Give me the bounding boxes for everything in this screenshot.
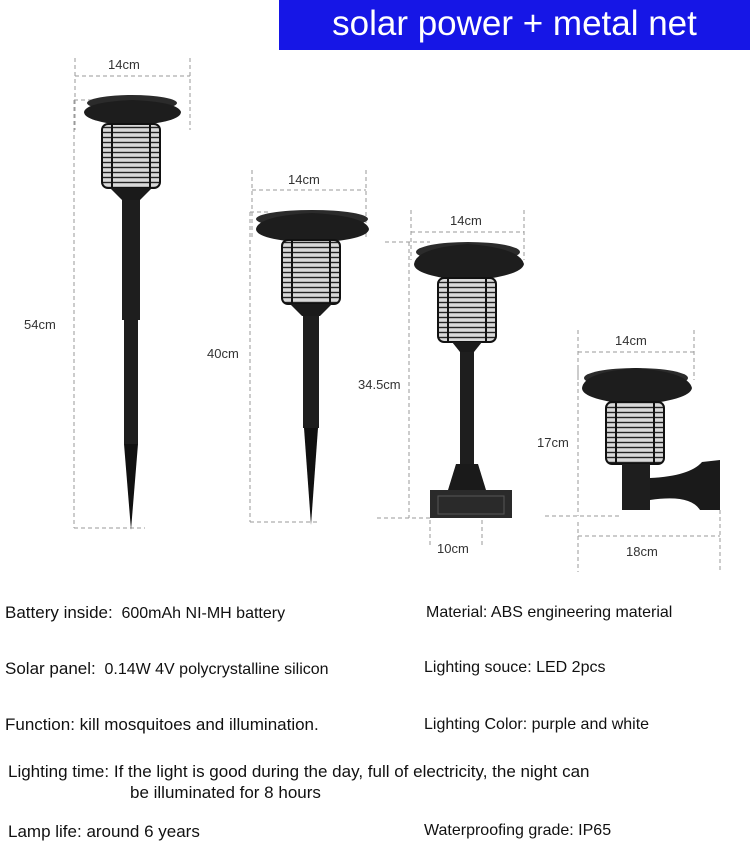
lamp-wall-height-label: 17cm bbox=[537, 435, 569, 450]
lamp-wall-image bbox=[545, 330, 721, 572]
spec-waterproof-label: Waterproofing grade: bbox=[424, 822, 574, 839]
spec-lighting-time-value: If the light is good during the day, ful… bbox=[113, 762, 590, 781]
lamp-54cm-width-label: 14cm bbox=[108, 57, 140, 72]
lamp-40cm-width-label: 14cm bbox=[288, 172, 320, 187]
spec-lamp-life-value: around 6 years bbox=[86, 822, 200, 841]
lamp-54cm-image bbox=[73, 58, 191, 530]
lamp-34cm-width-label: 14cm bbox=[450, 213, 482, 228]
spec-material-label: Material: bbox=[426, 604, 488, 621]
spec-battery: Battery inside: 600mAh NI-MH battery bbox=[5, 603, 285, 623]
product-dimension-drawing: 14cm 54cm 14cm 40cm bbox=[24, 57, 721, 572]
spec-lighting-time-label: Lighting time: bbox=[8, 762, 110, 781]
lamp-34cm-height-label: 34.5cm bbox=[358, 377, 401, 392]
lamp-34cm-image bbox=[377, 210, 525, 548]
spec-lighting-time-value2: be illuminated for 8 hours bbox=[130, 783, 321, 802]
spec-function: Function: kill mosquitoes and illuminati… bbox=[5, 715, 319, 735]
spec-lighting-color: Lighting Color: purple and white bbox=[424, 716, 649, 734]
spec-waterproof: Waterproofing grade: IP65 bbox=[424, 822, 611, 840]
spec-solar-label: Solar panel: bbox=[5, 659, 96, 678]
spec-lighting-color-label: Lighting Color: bbox=[424, 716, 528, 733]
spec-lamp-life-label: Lamp life: bbox=[8, 822, 82, 841]
lamp-wall-width-label: 14cm bbox=[615, 333, 647, 348]
spec-lighting-source-value: LED 2pcs bbox=[536, 659, 606, 676]
spec-lighting-time: Lighting time: If the light is good duri… bbox=[8, 762, 590, 782]
banner-title: solar power + metal net bbox=[332, 4, 697, 43]
lamp-40cm-height-label: 40cm bbox=[207, 346, 239, 361]
spec-lighting-color-value: purple and white bbox=[531, 716, 650, 733]
spec-waterproof-value: IP65 bbox=[578, 822, 612, 839]
spec-lamp-life: Lamp life: around 6 years bbox=[8, 822, 200, 842]
spec-battery-label: Battery inside: bbox=[5, 603, 113, 622]
spec-solar-value: 0.14W 4V polycrystalline silicon bbox=[104, 661, 329, 678]
lamp-34cm-base-label: 10cm bbox=[437, 541, 469, 556]
lamp-54cm-height-label: 54cm bbox=[24, 317, 56, 332]
spec-battery-value: 600mAh NI-MH battery bbox=[121, 605, 286, 622]
spec-lighting-source: Lighting souce: LED 2pcs bbox=[424, 659, 605, 677]
lamp-wall-depth-label: 18cm bbox=[626, 544, 658, 559]
spec-function-label: Function: bbox=[5, 715, 75, 734]
spec-lighting-time-continued: be illuminated for 8 hours bbox=[130, 783, 321, 803]
spec-material: Material: ABS engineering material bbox=[426, 604, 672, 622]
title-banner: solar power + metal net bbox=[279, 0, 750, 50]
spec-material-value: ABS engineering material bbox=[490, 604, 673, 621]
spec-lighting-source-label: Lighting souce: bbox=[424, 659, 532, 676]
spec-solar-panel: Solar panel: 0.14W 4V polycrystalline si… bbox=[5, 659, 329, 679]
lamp-40cm-image bbox=[249, 170, 369, 525]
spec-function-value: kill mosquitoes and illumination. bbox=[79, 715, 319, 734]
